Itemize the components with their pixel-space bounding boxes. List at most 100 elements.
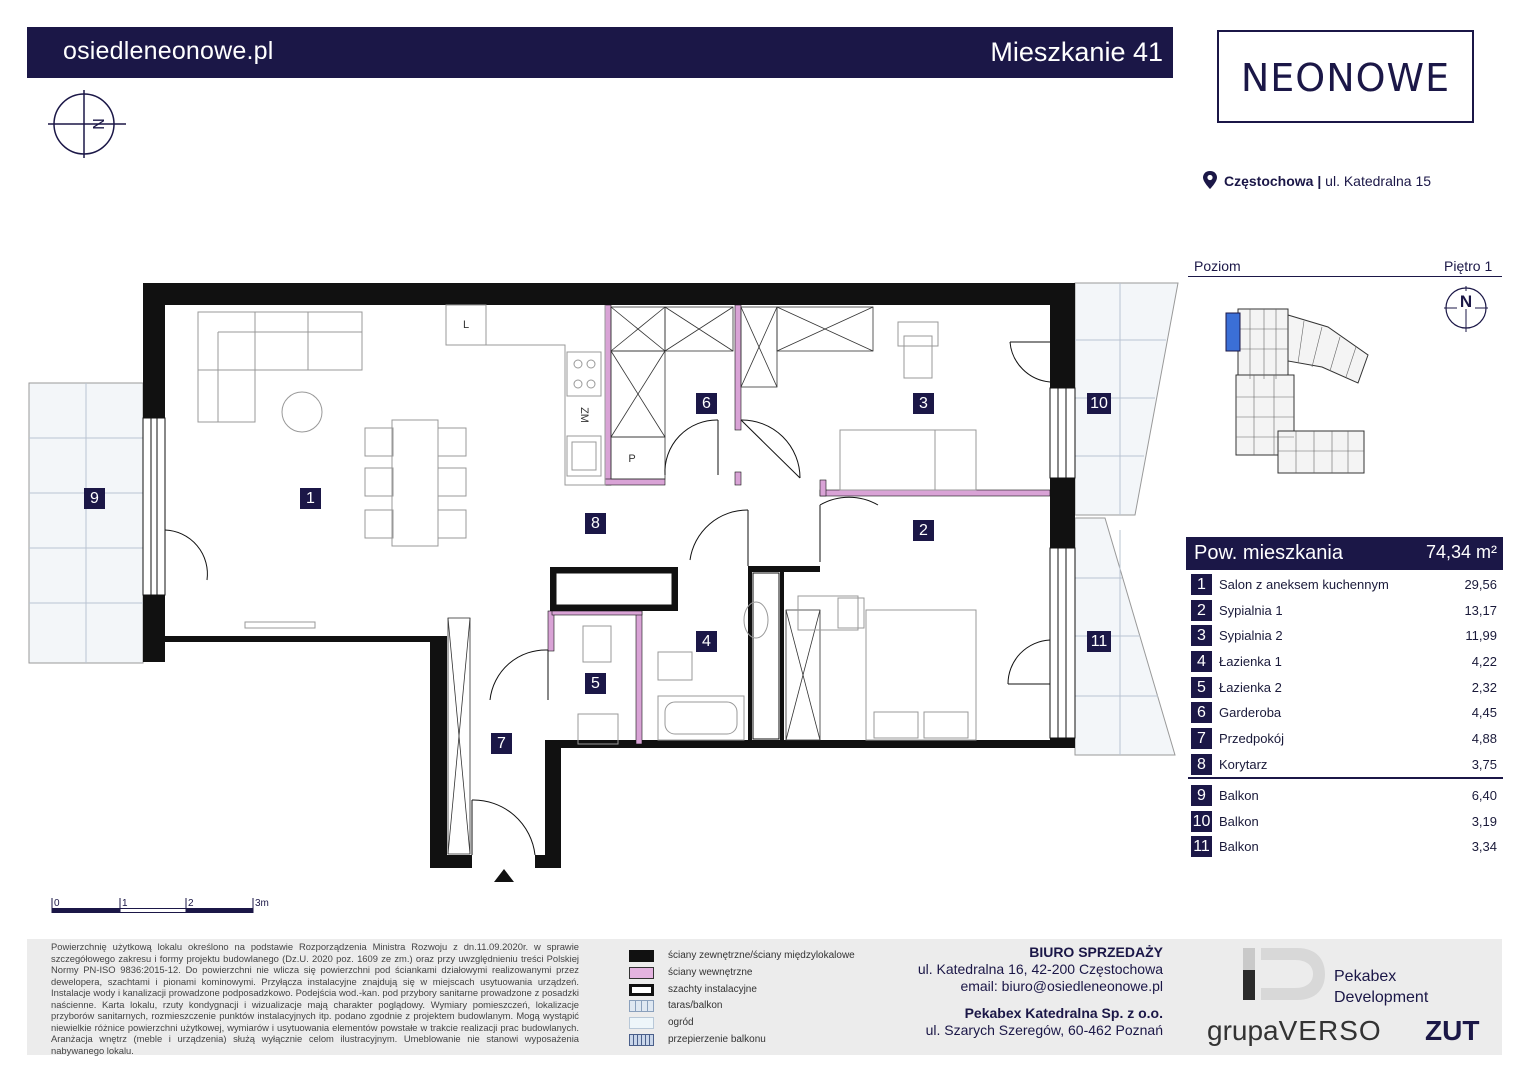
balcony-number: 10 — [1191, 810, 1212, 832]
apartment-title: Mieszkanie 41 — [990, 37, 1163, 67]
company-name: Pekabex Katedralna Sp. z o.o. — [964, 1005, 1163, 1021]
website-link[interactable]: osiedleneonowe.pl — [63, 37, 274, 65]
legend-swatch — [629, 1017, 654, 1030]
apartment-location-marker — [1225, 312, 1241, 352]
plan-room-tag: 8 — [585, 513, 606, 534]
room-name: Łazienka 2 — [1219, 679, 1282, 695]
area-header: Pow. mieszkania 74,34 m² — [1186, 537, 1503, 570]
level-divider — [1188, 276, 1502, 277]
room-number: 4 — [1191, 651, 1212, 673]
balcony-number: 11 — [1191, 836, 1212, 858]
balcony-area: 3,19 — [1471, 813, 1497, 829]
balcony-number: 9 — [1191, 785, 1212, 806]
company-address: ul. Szarych Szeregów, 60-462 Poznań — [925, 1022, 1163, 1038]
room-row: 3 Sypialnia 2 11,99 — [1191, 624, 1501, 650]
room-area: 4,88 — [1471, 731, 1497, 747]
room-number: 6 — [1191, 702, 1212, 724]
plan-room-tag: 6 — [696, 393, 717, 414]
logo-text: NEONOWE — [1240, 56, 1451, 100]
room-number: 8 — [1191, 753, 1212, 775]
legend-swatch — [629, 1000, 654, 1013]
north-compass-icon: N — [1444, 286, 1488, 332]
legend-label: taras/balkon — [668, 1000, 723, 1012]
balcony-name: Balkon — [1219, 813, 1259, 829]
room-name: Sypialnia 2 — [1219, 628, 1283, 644]
room-number: 3 — [1191, 625, 1212, 647]
developer-name: Pekabex Development — [1334, 966, 1428, 1008]
balcony-9 — [28, 382, 144, 664]
room-number: 1 — [1191, 574, 1212, 595]
room-name: Łazienka 1 — [1219, 654, 1282, 670]
balcony-row: 9 Balkon 6,40 — [1191, 784, 1501, 810]
balcony-area: 3,34 — [1471, 839, 1497, 855]
pekabex-logo-icon — [1243, 948, 1325, 1000]
legend-label: szachty instalacyjne — [668, 983, 757, 995]
room-row: 4 Łazienka 1 4,22 — [1191, 650, 1501, 676]
scale-tick: 0 — [54, 898, 60, 909]
dryer-label: P — [628, 453, 635, 465]
room-row: 5 Łazienka 2 2,32 — [1191, 676, 1501, 702]
legend-label: ściany wewnętrzne — [668, 966, 753, 978]
washer-label: ZM — [578, 407, 590, 423]
rooms-divider — [1188, 777, 1503, 779]
grupa-text: grupa — [1207, 1015, 1279, 1046]
plan-room-tag: 3 — [913, 393, 934, 414]
scale-tick: 2 — [188, 898, 194, 909]
plan-balcony-tag: 10 — [1087, 393, 1111, 414]
room-area: 4,45 — [1471, 705, 1497, 721]
verso-text: VERSO — [1278, 1015, 1382, 1046]
north-letter: N — [1460, 292, 1472, 311]
room-row: 6 Garderoba 4,45 — [1191, 701, 1501, 727]
balcony-area: 6,40 — [1471, 788, 1497, 803]
room-area: 3,75 — [1471, 756, 1497, 772]
room-area: 13,17 — [1464, 602, 1497, 618]
plan-balcony-tag: 9 — [84, 488, 105, 509]
room-name: Garderoba — [1219, 705, 1282, 721]
office-title: BIURO SPRZEDAŻY — [1029, 944, 1163, 960]
room-name: Sypialnia 1 — [1219, 602, 1283, 618]
room-name: Korytarz — [1219, 756, 1268, 772]
area-value: 74,34 m² — [1425, 542, 1497, 562]
room-number: 7 — [1191, 728, 1212, 750]
location-pin-icon — [1203, 171, 1217, 189]
legend-label: ogród — [668, 1017, 694, 1029]
zut-logo: ZUT — [1425, 1015, 1480, 1046]
floor-plan: P — [28, 282, 1179, 913]
footer-panel — [27, 939, 1502, 1055]
scale-bar: 0 1 2 3m — [51, 898, 269, 913]
room-name: Salon z aneksem kuchennym — [1219, 577, 1389, 592]
legend-swatch — [629, 950, 654, 962]
balcony-name: Balkon — [1219, 788, 1259, 803]
plan-balcony-tag: 11 — [1087, 631, 1111, 652]
furniture — [197, 304, 977, 745]
doors — [164, 341, 1051, 856]
room-number: 5 — [1191, 676, 1212, 698]
legend-swatch — [629, 1033, 654, 1046]
room-number: 2 — [1191, 599, 1212, 621]
top-header-bar: osiedleneonowe.pl Mieszkanie 41 — [27, 27, 1173, 78]
balcony-name: Balkon — [1219, 839, 1259, 855]
room-area: 4,22 — [1471, 654, 1497, 670]
compass-icon: N — [48, 90, 126, 158]
developer-line: Development — [1334, 989, 1429, 1006]
developer-line: Pekabex — [1334, 968, 1397, 985]
address-line: Częstochowa | ul. Katedralna 15 — [1202, 170, 1431, 190]
scale-tick: 1 — [122, 898, 128, 909]
balcony-row: 11 Balkon 3,34 — [1191, 835, 1501, 861]
plan-room-tag: 4 — [696, 631, 717, 652]
address-city: Częstochowa — [1224, 173, 1314, 189]
legend-swatch — [629, 966, 654, 979]
room-area: 11,99 — [1465, 628, 1497, 644]
area-label: Pow. mieszkania — [1194, 542, 1343, 564]
office-email[interactable]: email: biuro@osiedleneonowe.pl — [960, 978, 1163, 994]
building-location-plan — [1225, 308, 1369, 474]
sales-office: BIURO SPRZEDAŻY ul. Katedralna 16, 42-20… — [862, 944, 1163, 1039]
room-area: 29,56 — [1464, 577, 1497, 592]
room-row: 1 Salon z aneksem kuchennym 29,56 — [1191, 573, 1501, 599]
room-area: 2,32 — [1471, 679, 1497, 695]
compass-letter: N — [91, 118, 108, 130]
entrance-arrow-icon — [494, 869, 514, 882]
office-address: ul. Katedralna 16, 42-200 Częstochowa — [917, 961, 1163, 977]
